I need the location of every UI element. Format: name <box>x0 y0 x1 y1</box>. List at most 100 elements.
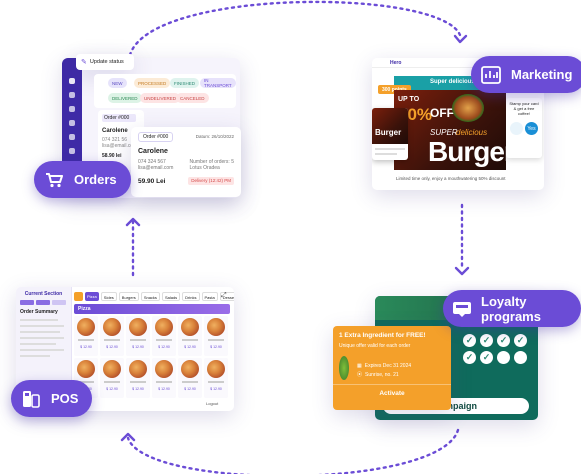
product-tile[interactable]: $ 12.90 <box>178 316 202 356</box>
location-pin-icon: ⦿ <box>357 372 363 378</box>
order-price-back: 58.90 lei <box>102 153 122 159</box>
marketing-brand: Hero <box>390 60 402 66</box>
mini-ad-headline: Burger <box>375 128 402 137</box>
order-id: Order #000 <box>138 132 174 142</box>
ad-super: SUPER <box>430 128 458 137</box>
pos-product-grid: $ 12.90 $ 12.90 $ 12.90 $ 12.90 $ 12.90 … <box>74 316 230 398</box>
stamp-card-text: Stamp your card & get a free coffee! <box>509 101 539 116</box>
mini-ad-card: Burger <box>372 108 408 160</box>
product-tile[interactable]: $ 12.90 <box>152 358 176 398</box>
update-status-label: Update status <box>89 59 124 65</box>
stamp-empty <box>497 351 510 364</box>
loyalty-label[interactable]: Loyalty programs <box>443 290 581 327</box>
loyalty-card-icon <box>452 298 472 320</box>
product-tile[interactable]: $ 12.90 <box>178 358 202 398</box>
order-card[interactable]: Order #000 Datum: 26/10/2022 Carolene 07… <box>131 127 241 197</box>
marketing-panel: Hero Super delicious Bu 300 points UP TO… <box>372 58 544 190</box>
order-date: Datum: 26/10/2022 <box>195 134 234 139</box>
stamp-checked: ✓ <box>514 334 527 347</box>
stamp-checked: ✓ <box>463 351 476 364</box>
status-chip-board: NEW PROCESSED FINISHED IN TRANSPORT DELI… <box>94 74 236 108</box>
customer-name-back: Carolene <box>102 128 128 134</box>
pos-terminal-icon <box>20 388 42 410</box>
status-chip-processed[interactable]: PROCESSED <box>134 78 171 88</box>
product-tile[interactable]: $ 12.90 <box>74 316 98 356</box>
pencil-icon: ✎ <box>81 59 87 66</box>
stamp-checked: ✓ <box>480 334 493 347</box>
product-tile[interactable]: $ 12.90 <box>152 316 176 356</box>
pos-logout-link[interactable]: Logout <box>206 401 219 406</box>
stamp-checked: ✓ <box>497 334 510 347</box>
marketing-label[interactable]: Marketing <box>471 56 581 93</box>
expand-icon[interactable]: ⤢ <box>221 292 227 299</box>
product-tile[interactable]: $ 12.90 <box>126 316 150 356</box>
pos-tab[interactable]: Desserts <box>219 292 234 301</box>
orders-label-text: Orders <box>74 172 117 187</box>
customer-name: Carolene <box>138 148 168 155</box>
status-chip-new[interactable]: NEW <box>108 78 127 88</box>
update-status-button[interactable]: ✎ Update status <box>76 54 134 70</box>
ad-off: OFF <box>430 106 454 120</box>
pos-tab[interactable]: Drinks <box>182 292 200 301</box>
marketing-banner-text: Super delicious Bu <box>430 79 485 85</box>
ad-delicious: delicious <box>456 128 488 137</box>
marketing-label-text: Marketing <box>511 67 573 82</box>
stamp-checked: ✓ <box>480 351 493 364</box>
marketing-icon <box>480 64 502 86</box>
offer-location: Sunrise, no. 21 <box>365 371 399 378</box>
cart-icon <box>43 169 65 191</box>
status-chip-canceled[interactable]: CANCELED <box>176 93 209 103</box>
stamp-checked: ✓ <box>463 334 476 347</box>
customer-email-back: lisa@email.com <box>102 143 138 149</box>
status-chip-undelivered[interactable]: UNDELIVERED <box>140 93 181 103</box>
activate-button[interactable]: Activate <box>379 390 405 397</box>
product-tile[interactable]: $ 12.90 <box>100 358 124 398</box>
burger-image <box>452 94 484 122</box>
pos-label[interactable]: POS <box>11 380 93 417</box>
status-chip-delivered[interactable]: DELIVERED <box>108 93 142 103</box>
product-tile[interactable]: $ 12.90 <box>100 316 124 356</box>
customer-phone-back: 074 321 56 <box>102 137 128 143</box>
burger-ad[interactable]: UP TO 50% OFF SUPER delicious Burger <box>394 90 515 170</box>
product-tile[interactable]: $ 12.90 <box>204 316 228 356</box>
product-tile[interactable]: $ 12.90 <box>204 358 228 398</box>
status-chip-finished[interactable]: FINISHED <box>170 78 200 88</box>
pos-tab[interactable]: Snacks <box>140 292 160 301</box>
calendar-icon: ▦ <box>357 363 362 369</box>
points-badge: 300 points <box>378 85 411 94</box>
pos-category-title: Pizza <box>78 306 91 312</box>
loyalty-label-text: Loyalty programs <box>481 293 541 324</box>
product-tile[interactable]: $ 12.90 <box>126 358 150 398</box>
pos-tab-active[interactable] <box>74 292 83 301</box>
stamp-holder: ✓ ✓ ✓ ✓ ✓ ✓ <box>463 334 535 364</box>
offer-expiry: Expires Dec 31 2024 <box>364 363 412 369</box>
status-chip-in-transport[interactable]: IN TRANSPORT <box>200 78 236 88</box>
pos-category-header: Pizza <box>74 304 230 314</box>
restaurant-location: Lotus Oradea <box>189 165 220 171</box>
campaign-button-label: campaign <box>434 401 477 411</box>
pos-tab[interactable]: Burgers <box>118 292 139 301</box>
ad-headline: Burger <box>428 136 515 167</box>
offer-title: 1 Extra Ingredient for FREE! <box>339 332 426 339</box>
delivery-badge: Delivery (12:42) PM <box>188 177 234 185</box>
stamp-card-button[interactable]: Yes <box>525 122 538 135</box>
pos-label-text: POS <box>51 391 79 406</box>
stamp-card: Stamp your card & get a free coffee! Yes <box>506 98 542 158</box>
pos-tab[interactable]: Salads <box>161 292 181 301</box>
order-id-back: Order #000 <box>102 114 136 122</box>
offer-subtitle: Unique offer valid for each order <box>339 343 411 349</box>
pos-tab[interactable]: Sides <box>100 292 117 301</box>
arrow-loyalty-to-pos <box>126 428 460 474</box>
arrow-orders-to-marketing <box>128 0 462 57</box>
customer-phone: 074 324 567 <box>138 159 166 165</box>
order-price: 59.90 Lei <box>138 177 166 185</box>
stamp-empty <box>514 351 527 364</box>
pos-tab[interactable]: Pizza <box>85 292 99 301</box>
ad-up-to: UP TO <box>398 96 420 103</box>
marketing-footer: Limited time only, enjoy a mouthwatering… <box>396 176 506 181</box>
pos-tab[interactable]: Pasta <box>201 292 218 301</box>
orders-label[interactable]: Orders <box>34 161 131 198</box>
customer-email: lisa@email.com <box>138 165 174 171</box>
pos-category-tabs: Pizza Sides Burgers Snacks Salads Drinks… <box>74 292 234 301</box>
